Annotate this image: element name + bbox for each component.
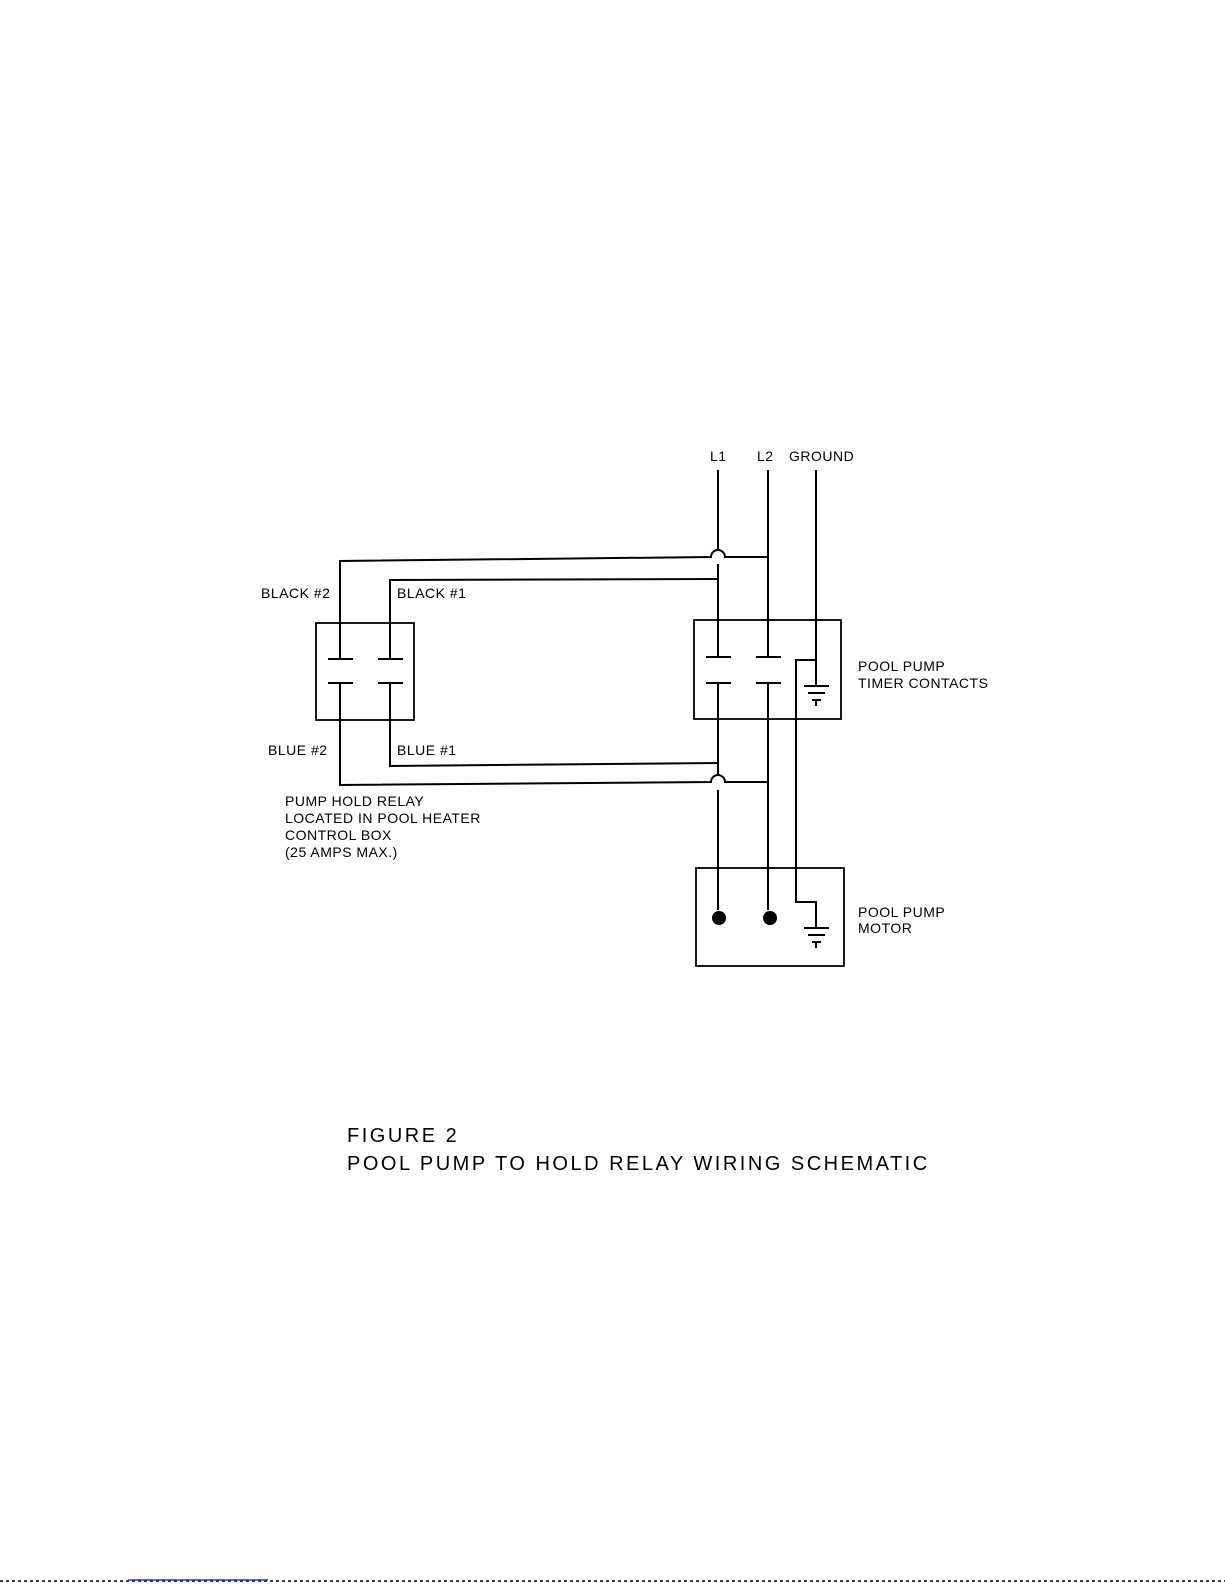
ground-symbol-icon (804, 686, 829, 706)
terminal-dot-icon (763, 911, 777, 925)
terminal-dot-icon (712, 911, 726, 925)
timer-label-line2: TIMER CONTACTS (858, 675, 988, 691)
relay-label-line3: CONTROL BOX (285, 827, 392, 843)
label-blue2: BLUE #2 (268, 742, 328, 758)
label-l2: L2 (757, 448, 774, 464)
ground-symbol-icon (804, 928, 829, 948)
timer-label-line1: POOL PUMP (858, 658, 945, 674)
motor-label-line2: MOTOR (858, 920, 912, 936)
figure-title: POOL PUMP TO HOLD RELAY WIRING SCHEMATIC (347, 1153, 930, 1175)
motor-label-line1: POOL PUMP (858, 904, 945, 920)
relay-label-line4: (25 AMPS MAX.) (285, 844, 398, 860)
label-black1: BLACK #1 (397, 585, 466, 601)
figure-number: FIGURE 2 (347, 1125, 459, 1147)
label-ground: GROUND (789, 448, 854, 464)
timer-contact-icon (706, 657, 781, 683)
relay-contact-icon (328, 624, 403, 720)
pump-hold-relay-box (316, 623, 414, 720)
label-black2: BLACK #2 (261, 585, 330, 601)
relay-label-line1: PUMP HOLD RELAY (285, 793, 424, 809)
relay-label-line2: LOCATED IN POOL HEATER (285, 810, 481, 826)
label-l1: L1 (710, 448, 727, 464)
label-blue1: BLUE #1 (397, 742, 457, 758)
